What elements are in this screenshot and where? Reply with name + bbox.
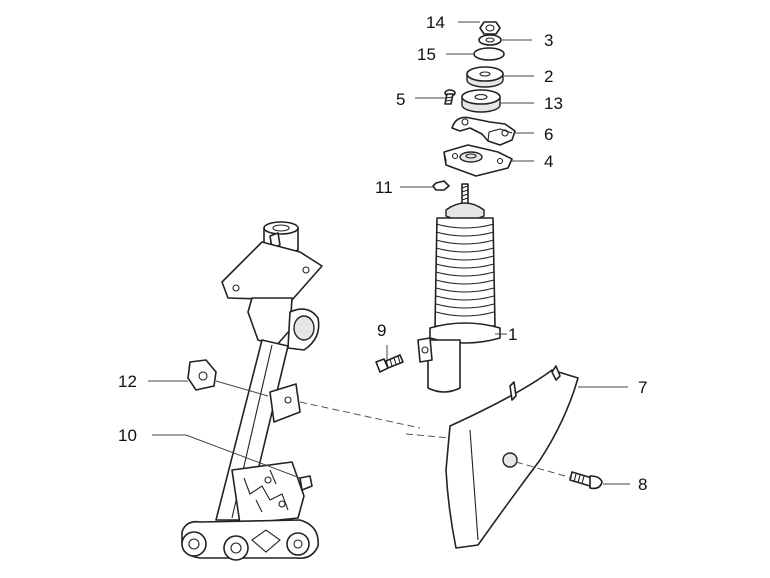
guide-line-1: [299, 401, 421, 429]
part-shock-absorber-1: [417, 183, 501, 393]
label-14: 14: [426, 13, 445, 32]
part-nut-11: [432, 180, 450, 191]
guide-line-2: [405, 433, 451, 439]
part-mudguard-7: [445, 365, 579, 549]
label-1: 1: [508, 325, 517, 344]
label-6: 6: [544, 125, 553, 144]
label-9: 9: [377, 321, 386, 340]
label-5: 5: [396, 90, 405, 109]
part-nut-14: [479, 21, 501, 35]
label-10: 10: [118, 426, 137, 445]
part-bolt-9: [375, 354, 404, 373]
leader-lines: [148, 21, 630, 485]
shock-bellows: [434, 217, 496, 327]
label-13: 13: [544, 94, 563, 113]
guide-line-3: [515, 461, 573, 479]
label-2: 2: [544, 67, 553, 86]
part-screw-5: [444, 89, 456, 105]
label-8: 8: [638, 475, 647, 494]
label-11: 11: [375, 178, 393, 197]
callout-labels: 14 3 15 2 5 13 6 4 11 1 9 7 12 10 8: [118, 13, 647, 494]
part-washer-15: [473, 47, 505, 61]
part-bushing-2: [466, 66, 504, 88]
label-4: 4: [544, 152, 553, 171]
label-7: 7: [638, 378, 647, 397]
label-3: 3: [544, 31, 553, 50]
label-12: 12: [118, 372, 137, 391]
part-plate-4: [443, 144, 513, 177]
part-clip-nut-12: [187, 359, 217, 391]
part-bolt-8: [569, 471, 603, 490]
part-bushing-13: [461, 89, 501, 113]
part-steering-fork: [181, 221, 323, 561]
label-15: 15: [417, 45, 436, 64]
part-washer-3: [478, 34, 502, 46]
part-bracket-6: [451, 116, 516, 146]
